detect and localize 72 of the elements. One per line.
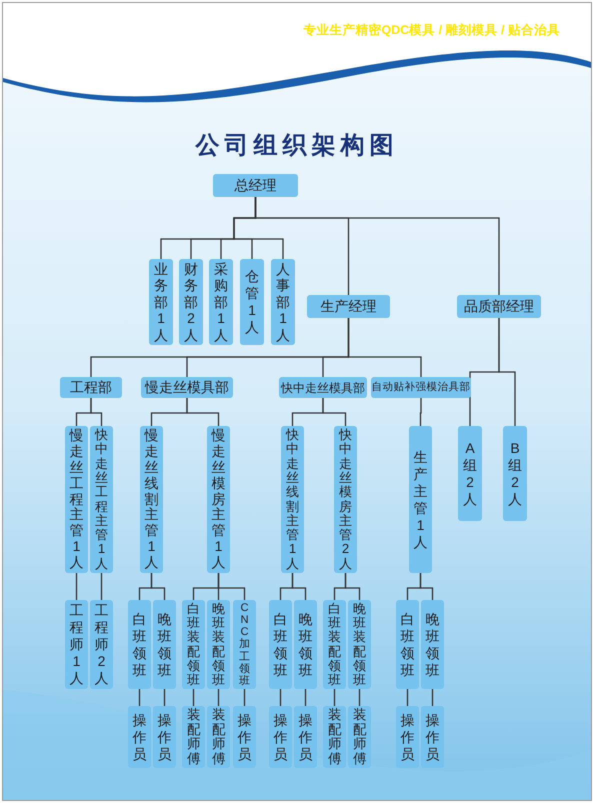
vertical-position-box: 晚班装配领班 (207, 600, 230, 689)
vertical-position-box: 白班领班 (128, 600, 151, 689)
vertical-position-box: 慢走丝工程主管1人 (65, 426, 88, 573)
connector-line (244, 689, 246, 706)
connector-line (406, 689, 408, 706)
connector-line (432, 689, 434, 706)
vertical-position-box: 晚班领班 (153, 600, 176, 689)
vertical-position-box: 慢走丝模房主管1人 (207, 426, 230, 573)
vertical-position-box: B组2人 (503, 426, 527, 521)
vertical-position-box: 快中走丝模房主管2人 (334, 426, 357, 573)
vertical-position-box: 操作员 (269, 706, 292, 768)
connector-line (150, 573, 166, 600)
connector-line (186, 398, 220, 426)
connector-line (498, 318, 516, 426)
vertical-position-box: 白班领班 (396, 600, 419, 689)
vertical-position-box: 晚班装配领班 (348, 600, 371, 689)
connector-line (254, 197, 500, 295)
vertical-position-box: 晚班领班 (421, 600, 444, 689)
title: 公司组织架构图 (196, 131, 398, 161)
connector-line (218, 573, 246, 600)
slogan-text: 专业生产精密QDC模具 / 雕刻模具 / 贴合治具 (303, 22, 560, 39)
vertical-position-box: 采购部1人 (209, 259, 233, 345)
vertical-position-box: 人事部1人 (271, 259, 295, 345)
vertical-position-box: 装配师傅 (323, 706, 346, 768)
vertical-position-box: 装配师傅 (207, 706, 230, 768)
vertical-position-box: 操作员 (153, 706, 176, 768)
connector-line (304, 689, 306, 706)
vertical-position-box: 业务部1人 (149, 259, 173, 345)
position-box: 工程部 (60, 377, 122, 398)
vertical-position-box: 晚班领班 (294, 600, 317, 689)
connector-line (334, 689, 336, 706)
vertical-position-box: 白班装配领班 (182, 600, 205, 689)
position-box: 生产经理 (307, 295, 390, 318)
connector-line (420, 573, 434, 600)
connector-line (192, 689, 194, 706)
connector-line (100, 573, 102, 600)
position-box: 自动贴补强模治具部 (371, 377, 471, 398)
vertical-position-box: 白班装配领班 (323, 600, 346, 689)
vertical-position-box: 装配师傅 (348, 706, 371, 768)
vertical-position-box: 装配师傅 (182, 706, 205, 768)
vertical-position-box: CNC加工领班 (233, 600, 256, 689)
connector-line (90, 398, 102, 426)
vertical-position-box: 工程师1人 (65, 600, 88, 689)
connector-line (358, 689, 360, 706)
vertical-position-box: 快中走丝线割主管1人 (281, 426, 304, 573)
connector-line (76, 573, 78, 600)
connector-line (420, 398, 422, 426)
position-box: 快中走丝模具部 (279, 377, 367, 398)
position-box: 慢走丝模具部 (141, 377, 233, 398)
connector-line (348, 318, 422, 377)
vertical-position-box: 操作员 (128, 706, 151, 768)
vertical-position-box: 财务部2人 (179, 259, 203, 345)
vertical-position-box: 工程师2人 (90, 600, 113, 689)
position-box: 总经理 (213, 174, 298, 197)
vertical-position-box: A组2人 (458, 426, 482, 521)
vertical-position-box: 仓管1人 (240, 259, 264, 345)
connector-line (138, 689, 140, 706)
vertical-position-box: 操作员 (396, 706, 419, 768)
connector-line (322, 398, 346, 426)
vertical-position-box: 快中走丝工程主管1人 (90, 426, 113, 573)
vertical-position-box: 慢走丝线割主管1人 (140, 426, 163, 573)
connector-line (164, 689, 166, 706)
vertical-position-box: 操作员 (294, 706, 317, 768)
connector-line (344, 573, 360, 600)
connector-line (292, 573, 306, 600)
connector-line (218, 689, 220, 706)
vertical-position-box: 白班领班 (269, 600, 292, 689)
vertical-position-box: 操作员 (421, 706, 444, 768)
connector-line (280, 689, 282, 706)
vertical-position-box: 生产主管1人 (409, 426, 432, 573)
vertical-position-box: 操作员 (233, 706, 256, 768)
position-box: 品质部经理 (457, 295, 541, 318)
